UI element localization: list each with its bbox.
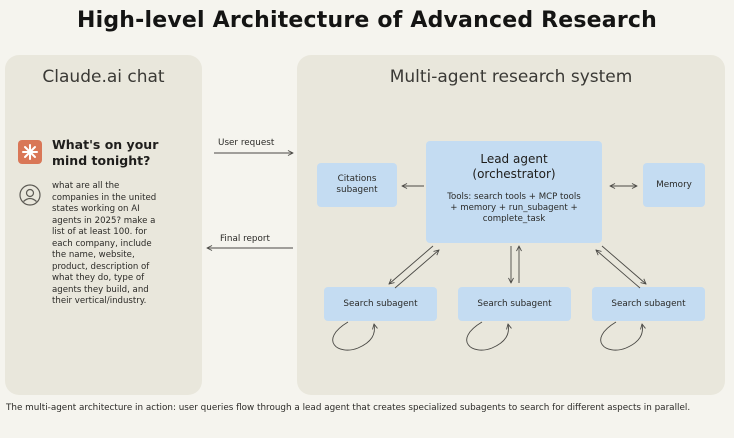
lead-agent-title-line1: Lead agent — [480, 152, 548, 166]
search2-loop-arrow — [466, 321, 509, 351]
figure-caption: The multi-agent architecture in action: … — [6, 403, 691, 413]
final-report-label: Final report — [220, 234, 270, 244]
memory-box: Memory — [643, 163, 705, 207]
search-subagent-box: Search subagent — [458, 287, 571, 321]
lead-search1-arrows — [389, 245, 439, 289]
chat-greeting-heading: What's on your mind tonight? — [52, 137, 159, 169]
search-subagent-box: Search subagent — [324, 287, 437, 321]
claude-chat-panel: Claude.ai chat — [5, 55, 202, 395]
claude-logo-icon — [18, 140, 42, 164]
search3-loop-arrow — [600, 321, 643, 351]
citations-line2: subagent — [336, 185, 378, 195]
lead-agent-title: Lead agent (orchestrator) — [472, 152, 555, 182]
lead-agent-tools-line1: Tools: search tools + MCP tools — [447, 192, 581, 202]
claude-chat-title: Claude.ai chat — [42, 67, 165, 87]
user-avatar-icon — [19, 184, 41, 206]
lead-search3-arrows — [596, 245, 646, 289]
lead-agent-box: Lead agent (orchestrator) Tools: search … — [426, 141, 602, 243]
lead-agent-tools: Tools: search tools + MCP tools + memory… — [439, 192, 589, 226]
lead-search2-arrows — [511, 246, 519, 283]
page-title: High-level Architecture of Advanced Rese… — [76, 8, 658, 33]
citations-subagent-box: Citations subagent — [317, 163, 397, 207]
search1-loop-arrow — [332, 321, 375, 351]
lead-agent-tools-line2: + memory + run_subagent + — [450, 203, 578, 214]
user-message: what are all the companies in the united… — [52, 181, 157, 307]
lead-agent-tools-line3: complete_task — [482, 214, 546, 225]
lead-agent-title-line2: (orchestrator) — [472, 167, 556, 181]
multi-agent-title: Multi-agent research system — [389, 67, 633, 87]
user-request-label: User request — [218, 138, 275, 148]
citations-line1: Citations — [337, 174, 377, 185]
search-subagent-box: Search subagent — [592, 287, 705, 321]
